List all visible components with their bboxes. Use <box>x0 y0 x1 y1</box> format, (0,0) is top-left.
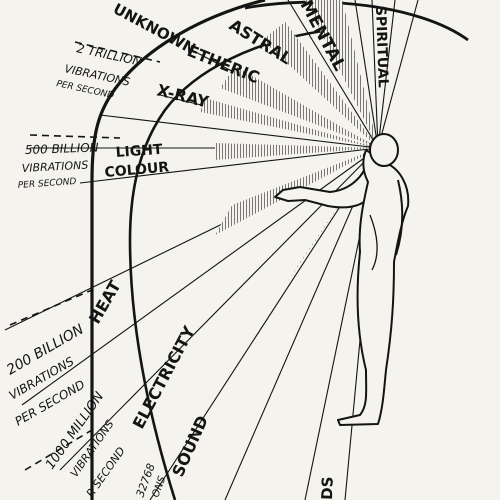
label-colour: COLOUR <box>104 159 170 181</box>
label-xray: X-RAY <box>155 80 211 111</box>
xray-wedge <box>200 98 378 148</box>
label-light: LIGHT <box>115 142 163 161</box>
hatched-wedges <box>200 0 378 285</box>
mental-wedge <box>305 0 378 148</box>
spectrum-arcs <box>90 0 469 500</box>
freq-500b-line2: VIBRATIONS <box>21 159 88 175</box>
astral-wedge <box>262 22 378 148</box>
label-spiritual: SPIRITUAL <box>372 6 391 88</box>
etheric-wedge <box>220 66 378 148</box>
freq-500b-line3: PER SECOND <box>18 177 77 191</box>
standing-man-pointing-icon <box>274 133 410 426</box>
freq-500b-line1: 500 BILLION <box>25 140 99 157</box>
light-wedge <box>215 143 378 160</box>
top-arc-right <box>244 0 469 42</box>
label-electricity: ELECTRICITY <box>129 323 199 432</box>
label-ds-fragment: DS <box>318 476 337 500</box>
label-sound: SOUND <box>168 413 212 480</box>
freq-2t-line1: 2 TRILLION <box>75 41 142 68</box>
outer-arc <box>90 0 266 500</box>
dashed-rays <box>9 41 161 471</box>
inner-arc <box>128 28 331 500</box>
